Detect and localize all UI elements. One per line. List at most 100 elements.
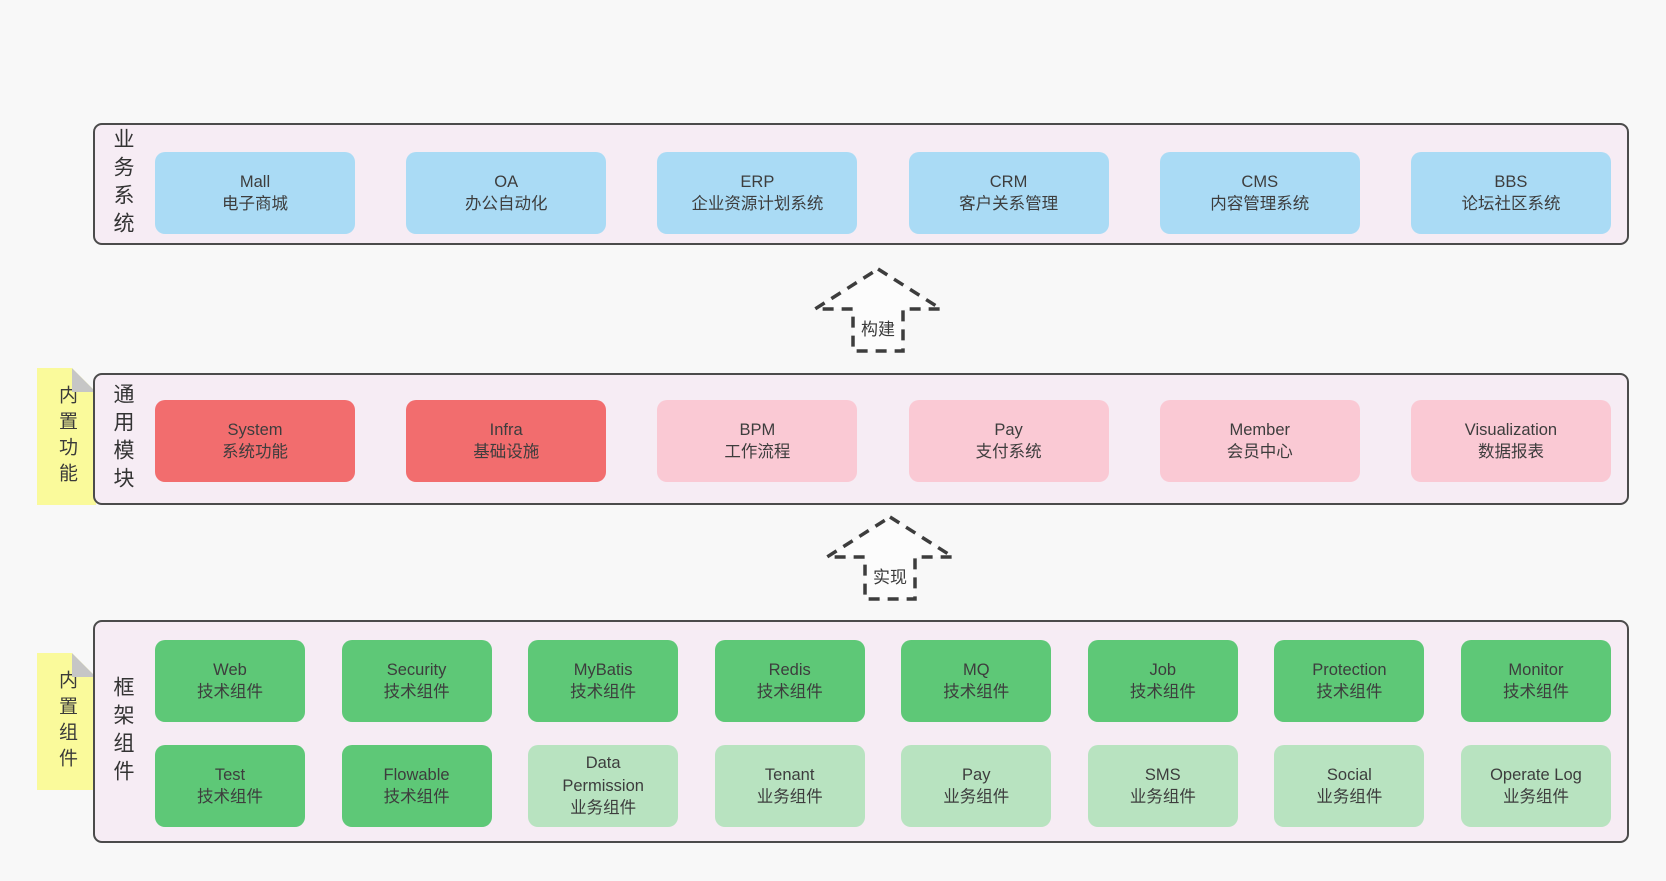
box-desc: 业务组件 [943,788,1010,806]
box-desc: 业务组件 [756,788,823,806]
box-security: Security 技术组件 [341,640,492,722]
box-name: Flowable [383,765,450,784]
sticky-note-label: 内置功能 [56,384,77,489]
build-arrow-label: 构建 [859,315,897,340]
layer-title-framework-components: 框架组件 [111,675,134,788]
common-modules-row: System 系统功能 Infra 基础设施 BPM 工作流程 Pay 支付系统… [155,400,1611,482]
box-name: Visualization [1464,420,1558,439]
implement-arrow-label: 实现 [871,563,909,588]
box-name: Tenant [764,765,815,784]
box-desc: 业务组件 [1316,788,1383,806]
box-social: Social 业务组件 [1274,745,1425,827]
box-desc: 企业资源计划系统 [691,195,824,213]
box-oa: OA 办公自动化 [406,152,607,234]
box-name: System [227,420,283,439]
box-pay-component: Pay 业务组件 [901,745,1052,827]
box-desc: 技术组件 [383,683,450,701]
box-name: CRM [989,172,1028,191]
box-data-permission: Data Permission 业务组件 [528,745,679,827]
box-web: Web 技术组件 [155,640,305,722]
box-name: ERP [740,172,775,191]
box-operate-log: Operate Log 业务组件 [1460,745,1611,827]
box-mall: Mall 电子商城 [155,152,355,234]
box-redis: Redis 技术组件 [714,640,865,722]
implement-arrow: 实现 [824,514,956,602]
layer-business-systems: 业务系统 Mall 电子商城 OA 办公自动化 ERP 企业资源计划系统 CRM… [93,123,1629,245]
layer-framework-components: 框架组件 Web 技术组件 Security 技术组件 MyBatis 技术组件… [93,620,1629,843]
box-test: Test 技术组件 [155,745,305,827]
box-tenant: Tenant 业务组件 [714,745,865,827]
box-desc: 工作流程 [724,443,791,461]
box-name: Pay [962,765,991,784]
framework-components-row-2: Test 技术组件 Flowable 技术组件 Data Permission … [155,745,1611,827]
box-job: Job 技术组件 [1087,640,1238,722]
box-name: Redis [768,660,811,679]
box-name: Job [1149,660,1177,679]
box-name: Security [386,660,447,679]
box-flowable: Flowable 技术组件 [341,745,492,827]
box-name: MyBatis [573,660,633,679]
box-desc: 会员中心 [1226,443,1293,461]
up-arrow-icon [812,266,944,353]
box-desc: 技术组件 [1129,683,1196,701]
box-pay-module: Pay 支付系统 [908,400,1109,482]
box-desc: 内容管理系统 [1210,195,1310,213]
box-crm: CRM 客户关系管理 [908,152,1109,234]
box-desc: 技术组件 [383,788,450,806]
box-name: MQ [962,660,990,679]
box-desc: 技术组件 [756,683,823,701]
box-desc: 技术组件 [197,683,263,701]
box-desc: 数据报表 [1477,443,1544,461]
box-desc: 技术组件 [197,788,263,806]
box-desc: 系统功能 [222,443,288,461]
box-mq: MQ 技术组件 [901,640,1052,722]
framework-components-row-1: Web 技术组件 Security 技术组件 MyBatis 技术组件 Redi… [155,640,1611,722]
box-name: Member [1229,420,1290,439]
box-bpm: BPM 工作流程 [657,400,858,482]
box-system: System 系统功能 [155,400,355,482]
box-name: SMS [1144,765,1181,784]
sticky-note-builtin-components: 内置组件 [37,653,96,790]
box-name: CMS [1241,172,1279,191]
box-desc: 电子商城 [222,195,288,213]
box-name: Infra [489,420,523,439]
box-desc: 业务组件 [570,799,637,818]
layer-common-modules: 通用模块 System 系统功能 Infra 基础设施 BPM 工作流程 Pay… [93,373,1629,505]
box-name: Web [213,660,247,679]
up-arrow-icon [824,514,956,601]
sticky-note-builtin-features: 内置功能 [37,368,96,505]
box-desc: 办公自动化 [464,195,548,213]
box-name: Operate Log [1490,765,1582,784]
box-name: Pay [994,420,1023,439]
sticky-note-label: 内置组件 [56,669,77,774]
box-member: Member 会员中心 [1159,400,1360,482]
box-desc: 技术组件 [1502,683,1569,701]
box-name: Mall [239,172,271,191]
box-desc: 客户关系管理 [959,195,1059,213]
box-name: Protection [1312,660,1387,679]
box-bbs: BBS 论坛社区系统 [1410,152,1611,234]
box-monitor: Monitor 技术组件 [1460,640,1611,722]
box-desc: 技术组件 [570,683,637,701]
box-desc: 支付系统 [975,443,1042,461]
box-desc: 论坛社区系统 [1461,195,1561,213]
box-name: OA [494,172,519,191]
box-name: Test [214,765,246,784]
box-mybatis: MyBatis 技术组件 [528,640,679,722]
build-arrow: 构建 [812,266,944,354]
box-name: Data Permission [562,754,644,795]
box-name: Monitor [1508,660,1564,679]
box-desc: 技术组件 [1316,683,1383,701]
box-infra: Infra 基础设施 [406,400,607,482]
layer-title-business-systems: 业务系统 [111,128,134,240]
box-erp: ERP 企业资源计划系统 [657,152,858,234]
box-desc: 业务组件 [1502,788,1569,806]
box-name: BPM [739,420,776,439]
box-sms: SMS 业务组件 [1087,745,1238,827]
box-desc: 业务组件 [1129,788,1196,806]
box-name: Social [1326,765,1372,784]
box-desc: 技术组件 [943,683,1010,701]
box-desc: 基础设施 [473,443,540,461]
box-name: BBS [1494,172,1528,191]
